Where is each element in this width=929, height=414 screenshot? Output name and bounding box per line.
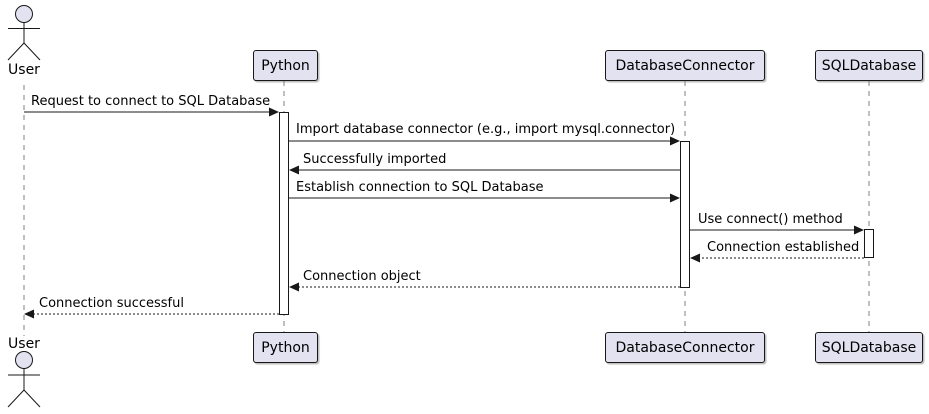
participant-sqldatabase-bottom: SQLDatabase xyxy=(815,332,923,363)
participant-python-top: Python xyxy=(253,50,318,81)
participant-python-bottom: Python xyxy=(253,332,318,363)
participant-databaseconnector-top: DatabaseConnector xyxy=(605,50,765,81)
message-label-8: Connection successful xyxy=(39,296,184,311)
message-arrowhead-6 xyxy=(690,253,700,263)
message-arrowhead-7 xyxy=(289,282,299,292)
user-actor-icon-bottom xyxy=(7,351,41,408)
actor-leg-right xyxy=(23,389,41,408)
actor-head xyxy=(15,5,33,23)
actor-leg-left xyxy=(7,389,25,408)
participant-sqldatabase-top: SQLDatabase xyxy=(815,50,923,81)
message-label-6: Connection established xyxy=(707,240,860,255)
actor-label-user-top: User xyxy=(8,62,40,78)
participant-databaseconnector-bottom: DatabaseConnector xyxy=(605,332,765,363)
message-label-3: Successfully imported xyxy=(303,152,447,167)
message-label-5: Use connect() method xyxy=(698,212,843,227)
actor-head xyxy=(15,351,33,369)
message-label-4: Establish connection to SQL Database xyxy=(296,180,544,195)
message-label-1: Request to connect to SQL Database xyxy=(31,94,271,109)
activation-bar-sqldatabase xyxy=(864,229,874,258)
message-arrowhead-1 xyxy=(269,107,279,117)
message-label-7: Connection object xyxy=(303,269,421,284)
actor-label-user-bottom: User xyxy=(8,336,40,352)
user-actor-icon-top xyxy=(7,5,41,61)
message-label-2: Import database connector (e.g., import … xyxy=(296,122,676,137)
message-arrowhead-8 xyxy=(24,309,34,319)
activation-bar-databaseconnector xyxy=(680,141,690,288)
message-arrowhead-2 xyxy=(670,136,680,146)
message-arrowhead-3 xyxy=(289,165,299,175)
message-arrowhead-4 xyxy=(670,193,680,203)
actor-leg-left xyxy=(7,42,25,61)
actor-leg-right xyxy=(23,42,41,61)
activation-bar-python xyxy=(279,112,289,315)
message-arrowhead-5 xyxy=(854,225,864,235)
